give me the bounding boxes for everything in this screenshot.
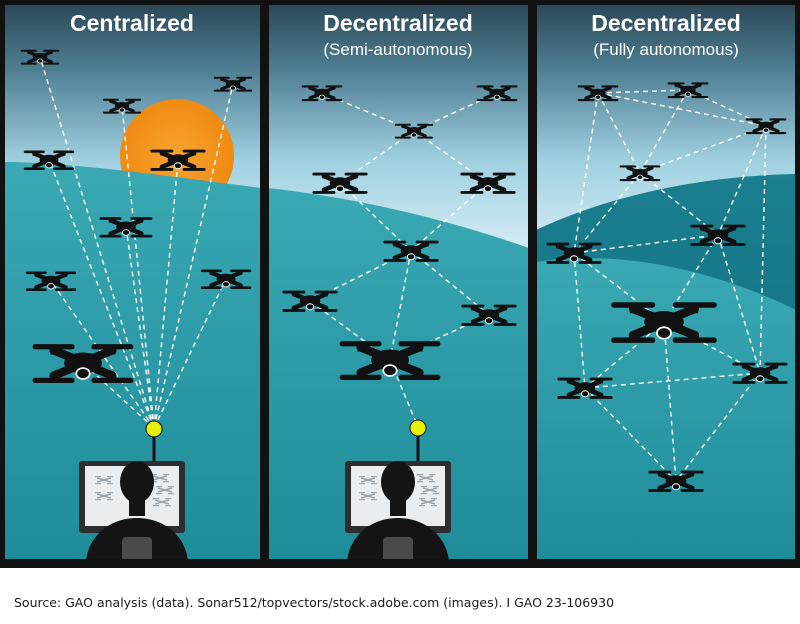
panel-decentralized-semi <box>268 4 529 560</box>
panel-decentralized-fully <box>536 4 796 560</box>
panel-subtitle-semi: (Semi-autonomous) <box>323 40 472 59</box>
panel-title-semi: Decentralized <box>323 10 473 36</box>
panel-centralized <box>4 4 261 560</box>
source-note: Source: GAO analysis (data). Sonar512/to… <box>14 595 615 610</box>
signal-icon <box>145 420 163 438</box>
diagram-canvas: Centralized Decentralized (Semi-autonomo… <box>0 0 800 568</box>
command-links <box>39 56 234 429</box>
panel-frames <box>0 0 800 564</box>
panel-title-centralized: Centralized <box>70 10 194 36</box>
operator-icon <box>347 461 449 560</box>
panel-subtitle-fully: (Fully autonomous) <box>593 40 739 59</box>
panel-title-fully: Decentralized <box>591 10 741 36</box>
operator-icon <box>86 461 188 560</box>
signal-icon <box>409 419 427 437</box>
mesh-links <box>573 89 767 482</box>
